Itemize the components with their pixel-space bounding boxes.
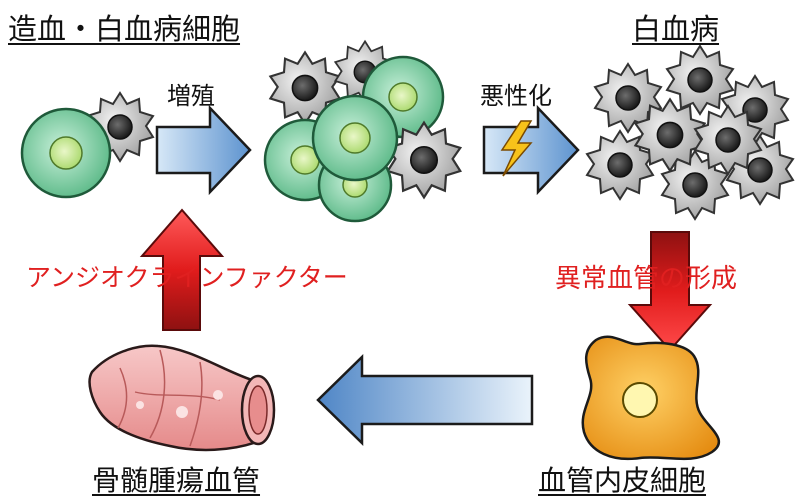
- proliferation-arrow: [155, 104, 252, 196]
- hematopoietic-leukemia-cell-title: 造血・白血病細胞: [8, 12, 241, 46]
- bone-marrow-tumor-vessel-title: 骨髄腫瘍血管: [92, 464, 261, 497]
- abnormal-vessel-formation-label: 異常血管の形成: [555, 264, 738, 294]
- malignant-transformation-label: 悪性化: [480, 82, 552, 110]
- green-cell-icon: [20, 107, 112, 199]
- endothelial-cell-icon: [581, 335, 721, 461]
- leukemia-cell-cluster: [586, 45, 794, 220]
- green-cell-icon: [311, 94, 399, 182]
- proliferation-label: 増殖: [167, 82, 215, 110]
- gray-spiky-cell-icon: [86, 92, 154, 162]
- abnormal-vessel-arrow: [627, 231, 713, 352]
- gray-spiky-cell-icon: [269, 51, 341, 125]
- cell-cluster: [263, 40, 462, 223]
- endothelial-to-vessel-arrow: [316, 354, 534, 446]
- blood-vessel-icon: [88, 344, 276, 452]
- angiocrine-arrow: [139, 208, 225, 331]
- angiocrine-factor-label: アンジオクラインファクター: [26, 263, 348, 292]
- vascular-endothelial-cell-title: 血管内皮細胞: [538, 464, 707, 497]
- leukemia-title: 白血病: [632, 12, 720, 46]
- lightning-icon: [500, 120, 533, 177]
- gray-spiky-cell-icon: [386, 121, 462, 199]
